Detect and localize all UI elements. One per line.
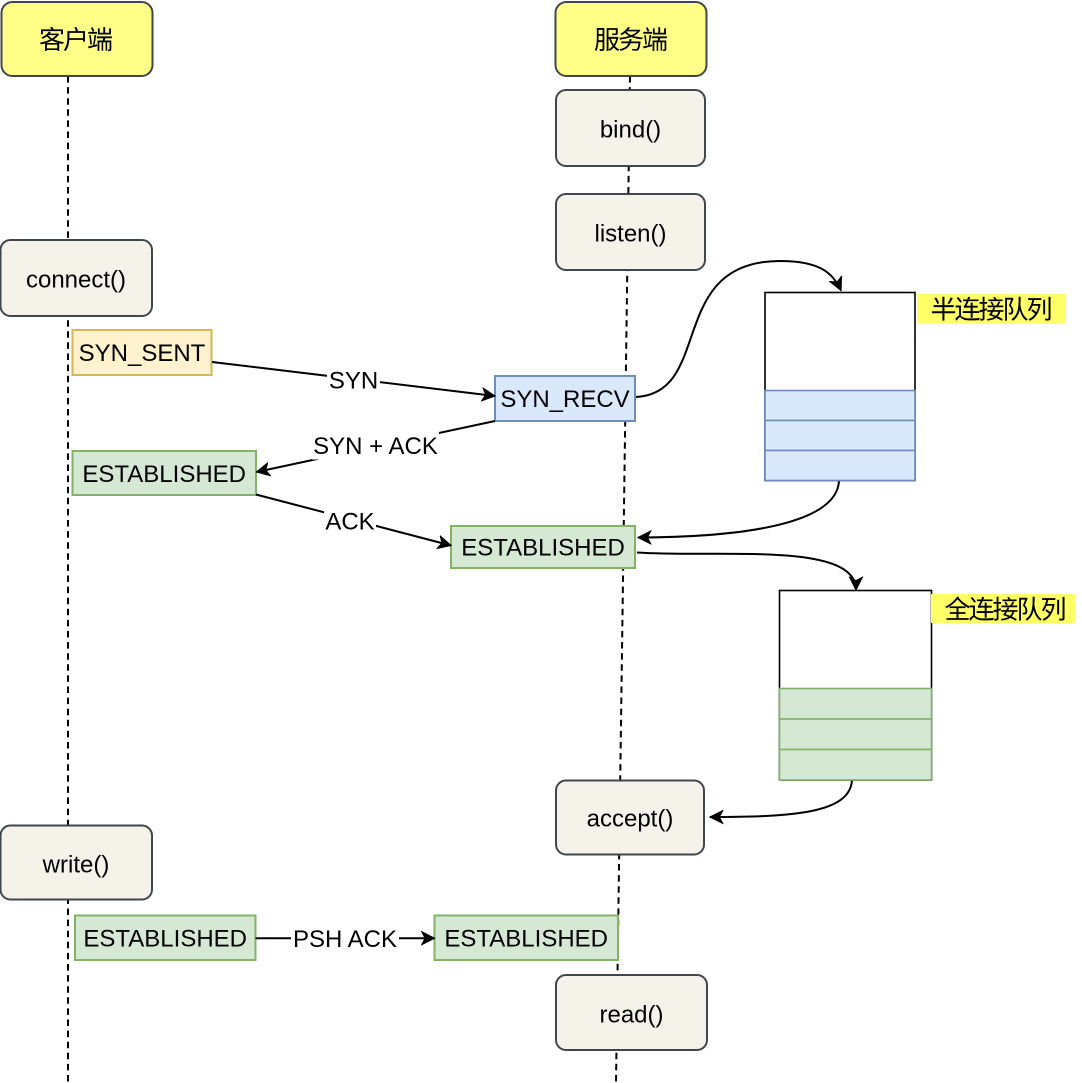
svg-text:bind(): bind()	[600, 117, 661, 144]
svg-text:ESTABLISHED: ESTABLISHED	[461, 535, 625, 562]
svg-text:SYN_SENT: SYN_SENT	[79, 340, 206, 367]
svg-text:PSH ACK: PSH ACK	[293, 926, 397, 953]
svg-text:listen(): listen()	[594, 221, 666, 248]
svg-text:ESTABLISHED: ESTABLISHED	[82, 461, 246, 488]
svg-text:connect(): connect()	[26, 267, 126, 294]
svg-text:read(): read()	[599, 1002, 663, 1029]
svg-text:ACK: ACK	[325, 509, 374, 536]
svg-text:accept(): accept()	[587, 806, 674, 833]
svg-text:ESTABLISHED: ESTABLISHED	[83, 925, 247, 952]
svg-text:write(): write()	[42, 851, 110, 878]
svg-text:SYN + ACK: SYN + ACK	[313, 433, 438, 460]
svg-text:SYN: SYN	[329, 368, 378, 395]
svg-text:ESTABLISHED: ESTABLISHED	[444, 925, 608, 952]
svg-text:SYN_RECV: SYN_RECV	[500, 386, 629, 413]
